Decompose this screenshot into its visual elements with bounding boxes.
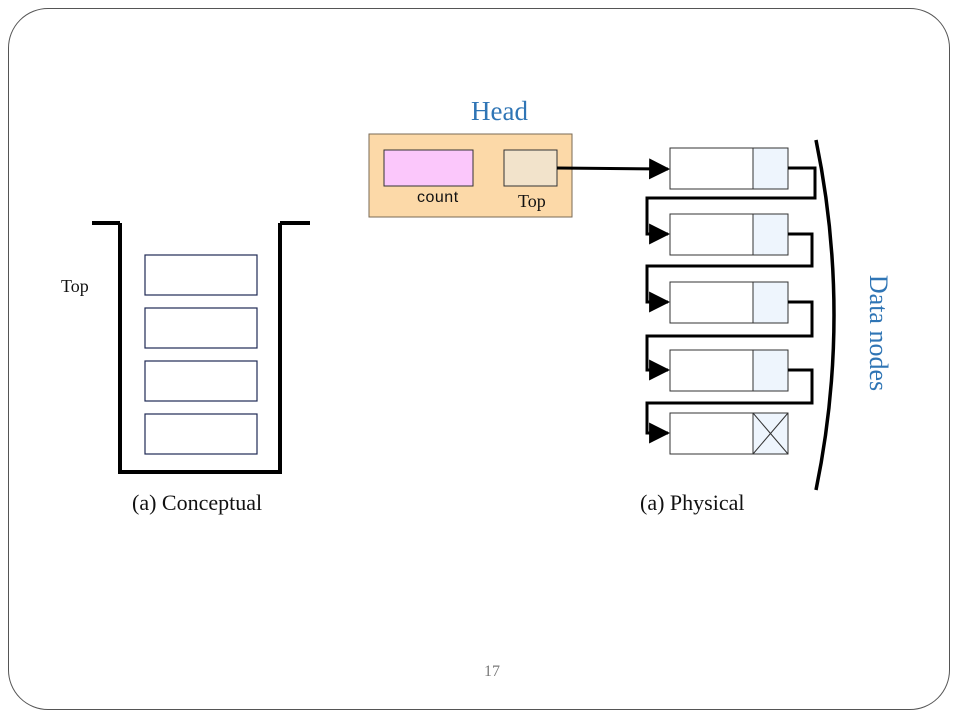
data-nodes-label: Data nodes [864,274,893,392]
conceptual-element-4 [144,413,258,455]
head-title: Head [471,96,528,126]
data-node-1 [669,147,789,190]
link-arrow-4 [645,368,814,444]
page-number: 17 [484,663,500,680]
conceptual-stack-container [92,221,310,474]
conceptual-top-label: Top [61,276,89,296]
data-node-3 [669,281,789,324]
conceptual-caption: (a) Conceptual [132,490,263,515]
data-node-4 [669,349,789,392]
link-arrow-2 [645,232,814,313]
slide-frame [8,8,950,710]
conceptual-element-2 [144,307,258,349]
link-arrow-1 [645,166,817,245]
count-field [383,149,474,187]
head-top-label: Top [518,191,546,211]
conceptual-element-3 [144,360,258,402]
count-label: count [417,189,459,206]
conceptual-element-1 [144,254,258,296]
data-node-5-null [669,412,789,455]
data-node-2 [669,213,789,256]
physical-caption: (a) Physical [640,490,745,515]
top-pointer-field [503,149,558,187]
link-arrow-3 [645,300,814,381]
data-nodes-bracket [814,139,836,491]
head-to-first-node-arrow [556,158,671,180]
